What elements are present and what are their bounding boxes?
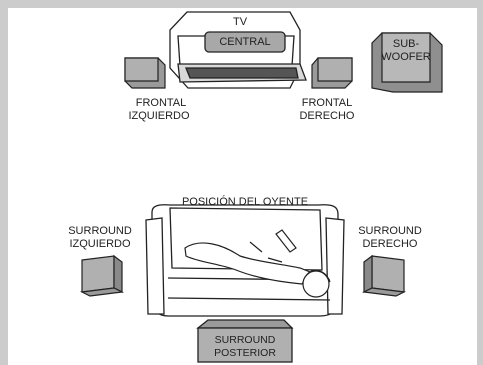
surround-back-label-2: POSTERIOR [214,347,276,359]
listener-position-label: POSICIÓN DEL OYENTE [181,196,309,208]
subwoofer-icon [371,32,443,93]
subwoofer-label-1: SUB- [392,38,420,50]
listener-icon [184,229,331,298]
surround-left-label-1: SURROUND [68,225,132,237]
tv-icon [169,11,307,89]
front-left-label-2: IZQUIERDO [128,110,190,122]
surround-back-speaker-icon [196,319,294,363]
subwoofer-label-2: WOOFER [381,51,431,63]
frame-right [477,0,483,365]
surround-right-label-2: DERECHO [362,238,418,250]
front-left-label-1: FRONTAL [135,97,187,109]
surround-right-label-1: SURROUND [358,225,422,237]
front-right-speaker-icon [311,57,353,89]
frame-top [0,0,483,8]
frame-left [0,0,8,365]
surround-back-label-1: SURROUND [214,334,276,346]
surround-right-speaker-icon [361,254,407,297]
surround-left-speaker-icon [79,254,125,297]
surround-left-label-2: IZQUIERDO [69,238,131,250]
front-left-speaker-icon [124,57,166,89]
front-right-label-1: FRONTAL [301,97,353,109]
central-label: CENTRAL [219,36,271,48]
tv-label: TV [232,16,248,28]
front-right-label-2: DERECHO [299,110,355,122]
